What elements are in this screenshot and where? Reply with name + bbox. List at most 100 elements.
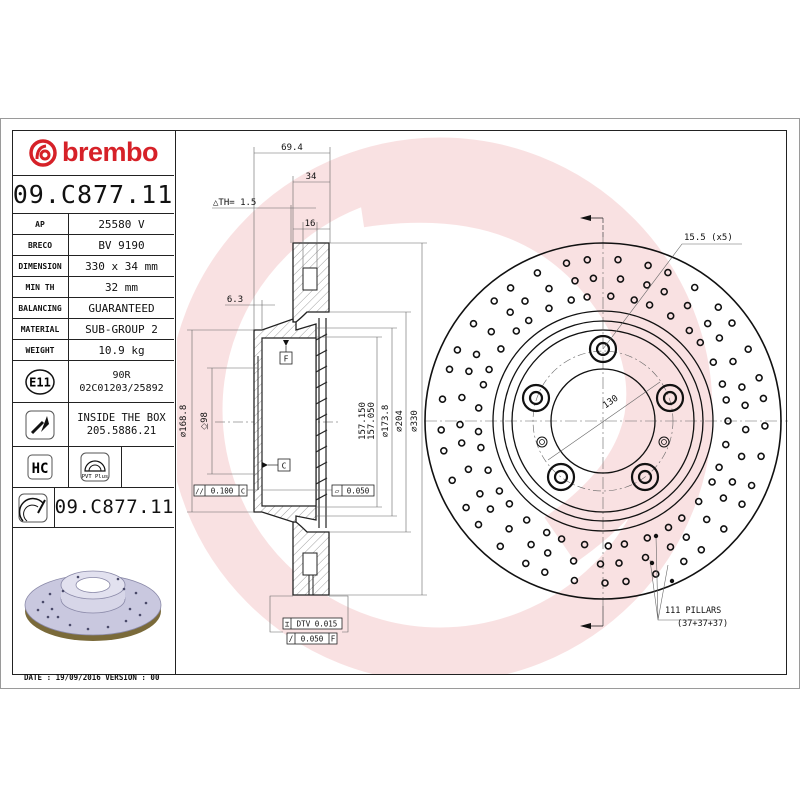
spec-value: GUARANTEED bbox=[88, 301, 155, 315]
drill-hole bbox=[719, 525, 728, 533]
drill-hole bbox=[456, 420, 464, 429]
disc-ref-row: 09.C877.11 bbox=[12, 488, 174, 528]
drill-hole bbox=[714, 303, 723, 312]
drill-hole bbox=[571, 276, 579, 285]
drill-hole bbox=[685, 326, 694, 335]
drill-hole bbox=[630, 296, 639, 304]
drill-hole bbox=[744, 345, 753, 354]
svg-text:C: C bbox=[241, 488, 245, 496]
spec-value: BV 9190 bbox=[98, 238, 145, 252]
drill-hole bbox=[616, 275, 625, 283]
drill-hole bbox=[715, 334, 724, 342]
drill-hole bbox=[457, 439, 466, 447]
drill-hole bbox=[738, 383, 746, 391]
svg-text://: // bbox=[195, 488, 203, 496]
svg-text:⌶: ⌶ bbox=[285, 620, 290, 629]
disc-ref-part-number: 09.C877.11 bbox=[54, 496, 174, 518]
dim-bore-max: 157.150 bbox=[358, 402, 368, 440]
drill-hole bbox=[696, 338, 705, 347]
drill-hole bbox=[583, 255, 592, 264]
spec-value: 10.9 kg bbox=[98, 343, 145, 357]
drill-hole bbox=[697, 545, 706, 554]
drill-hole bbox=[741, 425, 750, 434]
spec-row-breco: BRECO BV 9190 bbox=[12, 235, 174, 256]
drill-hole bbox=[757, 452, 765, 461]
drill-hole bbox=[439, 446, 448, 455]
drill-hole bbox=[724, 417, 732, 425]
pillars-breakdown: (37+37+37) bbox=[677, 619, 728, 629]
drill-hole bbox=[728, 478, 737, 486]
drill-hole bbox=[453, 346, 462, 354]
drill-hole bbox=[458, 393, 466, 402]
drill-hole bbox=[596, 560, 605, 568]
drill-hole bbox=[666, 312, 675, 320]
features-row: HC PVT Plus bbox=[12, 447, 174, 488]
bolt-hole-callout: 15.5 (x5) bbox=[684, 233, 733, 243]
drill-hole bbox=[583, 293, 591, 301]
drill-hole bbox=[741, 401, 749, 410]
drill-hole bbox=[677, 514, 686, 522]
dim-bore-min: 157.050 bbox=[367, 402, 377, 440]
drill-hole bbox=[589, 274, 598, 283]
drill-hole bbox=[557, 535, 566, 543]
drill-hole bbox=[660, 287, 669, 296]
spec-key: BRECO bbox=[12, 235, 69, 255]
drill-hole bbox=[643, 281, 651, 289]
inside-box-code: 205.5886.21 bbox=[86, 424, 157, 437]
drill-hole bbox=[737, 452, 746, 461]
disc-3d-render bbox=[12, 528, 174, 675]
drill-hole bbox=[651, 570, 660, 578]
drill-hole bbox=[709, 358, 718, 367]
drill-hole bbox=[545, 304, 553, 313]
drill-hole bbox=[495, 487, 504, 495]
drill-hole bbox=[469, 319, 478, 328]
drill-hole bbox=[542, 528, 551, 537]
parallelism-tolerance: // 0.100 C bbox=[193, 484, 258, 497]
part-number: 09.C877.11 bbox=[12, 176, 174, 214]
flatness-tolerance: ▱ 0.050 bbox=[262, 484, 375, 497]
section-view: F C 69.4 34 △TH= 1.5 16 6.3 bbox=[179, 143, 427, 645]
drill-hole bbox=[562, 259, 571, 268]
dim-overall-height: 69.4 bbox=[281, 143, 303, 153]
drill-hole bbox=[474, 427, 483, 436]
drill-hole bbox=[666, 543, 675, 551]
drill-hole bbox=[614, 255, 622, 264]
drill-hole bbox=[729, 357, 737, 366]
drill-hole bbox=[476, 489, 484, 498]
drill-hole bbox=[738, 500, 746, 509]
brand-logo: brembo bbox=[12, 130, 174, 176]
drill-hole bbox=[464, 465, 473, 474]
drill-hole bbox=[664, 523, 673, 532]
drill-hole bbox=[728, 319, 736, 327]
drill-hole bbox=[682, 533, 691, 542]
svg-text:/: / bbox=[289, 635, 294, 644]
dim-330-diameter: ⌀330 bbox=[410, 410, 420, 432]
drill-hole bbox=[540, 568, 549, 577]
brembo-logo-icon bbox=[29, 138, 57, 167]
spec-value: 25580 V bbox=[98, 217, 145, 231]
drill-hole bbox=[438, 395, 447, 404]
drill-hole bbox=[505, 499, 514, 508]
drill-hole bbox=[485, 365, 493, 374]
drill-hole bbox=[664, 268, 672, 277]
drill-hole bbox=[747, 481, 756, 490]
drill-hole bbox=[484, 466, 492, 475]
approval-code: 02C01203/25892 bbox=[79, 382, 164, 394]
drill-hole bbox=[622, 577, 630, 586]
svg-text:0.050: 0.050 bbox=[347, 487, 370, 496]
drill-hole bbox=[448, 476, 457, 485]
drill-hole bbox=[694, 497, 703, 506]
dim-173-diameter: ⌀173.8 bbox=[381, 405, 391, 438]
drill-hole bbox=[512, 327, 521, 335]
drill-hole bbox=[487, 327, 496, 336]
drill-hole bbox=[721, 440, 730, 449]
svg-text:E11: E11 bbox=[29, 375, 51, 389]
drill-hole bbox=[506, 308, 515, 317]
svg-text:▱: ▱ bbox=[335, 487, 340, 496]
drill-hole bbox=[641, 553, 650, 562]
drill-hole bbox=[580, 540, 589, 549]
